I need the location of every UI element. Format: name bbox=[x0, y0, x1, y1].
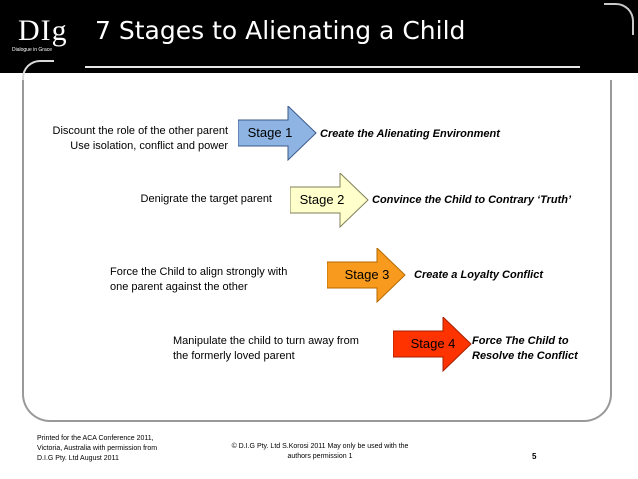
stage-3-description: Force the Child to align strongly with o… bbox=[110, 265, 287, 295]
stage-2-description: Denigrate the target parent bbox=[80, 192, 272, 207]
frame-corner-top-left bbox=[22, 60, 54, 92]
dig-logo: DIg Dialogue in Grace bbox=[12, 14, 68, 58]
stage-4-desc-line-1: Manipulate the child to turn away from bbox=[173, 335, 359, 347]
stage-1-outcome-line-1: Create the Alienating Environment bbox=[320, 128, 500, 140]
footer-center-line-2: authors permission 1 bbox=[287, 453, 353, 460]
stage-2-outcome: Convince the Child to Contrary ‘Truth’ bbox=[372, 193, 571, 208]
footer-left-line-2: Victoria, Australia with permission from bbox=[37, 445, 158, 452]
stage-2-label: Stage 2 bbox=[299, 192, 345, 207]
stage-1-arrow-shape bbox=[238, 106, 317, 161]
stage-1-desc-line-1: Discount the role of the other parent bbox=[52, 125, 229, 137]
stage-1-description: Discount the role of the other parent Us… bbox=[28, 124, 229, 154]
footer-copyright: © D.I.G Pty. Ltd S.Korosi 2011 May only … bbox=[220, 442, 420, 462]
stage-3-arrow: Stage 3 bbox=[327, 248, 407, 303]
page-number: 5 bbox=[532, 452, 537, 461]
footer-left-line-3: D.I.G Pty. Ltd August 2011 bbox=[37, 455, 119, 462]
stage-4-description: Manipulate the child to turn away from t… bbox=[173, 334, 359, 364]
stage-4-label: Stage 4 bbox=[410, 336, 456, 351]
footer-center-line-1: © D.I.G Pty. Ltd S.Korosi 2011 May only … bbox=[231, 443, 409, 450]
stage-2-arrow: Stage 2 bbox=[290, 173, 370, 228]
stage-2-outcome-line-1: Convince the Child to Contrary ‘Truth’ bbox=[372, 194, 572, 206]
stage-1-outcome: Create the Alienating Environment bbox=[320, 127, 500, 142]
footer-print-note: Printed for the ACA Conference 2011, Vic… bbox=[37, 434, 157, 464]
stage-3-arrow-shape bbox=[327, 248, 406, 303]
stage-4-arrow-shape bbox=[393, 317, 472, 372]
title-underline bbox=[85, 66, 580, 68]
stage-4-outcome: Force The Child to Resolve the Conflict bbox=[472, 334, 578, 364]
stage-3-desc-line-2: one parent against the other bbox=[110, 281, 248, 293]
frame-corner-top-right bbox=[604, 3, 634, 35]
stage-4-arrow: Stage 4 bbox=[393, 317, 473, 372]
header-bar: DIg Dialogue in Grace 7 Stages to Aliena… bbox=[0, 0, 638, 73]
stage-1-arrow: Stage 1 bbox=[238, 106, 318, 161]
content-frame bbox=[22, 80, 612, 422]
stage-4-desc-line-2: the formerly loved parent bbox=[173, 350, 295, 362]
stage-3-desc-line-1: Force the Child to align strongly with bbox=[110, 266, 288, 278]
stage-3-outcome: Create a Loyalty Conflict bbox=[414, 268, 543, 283]
stage-2-desc-line-1: Denigrate the target parent bbox=[140, 193, 272, 205]
stage-4-outcome-line-2: Resolve the Conflict bbox=[472, 350, 578, 362]
footer-left-line-1: Printed for the ACA Conference 2011, bbox=[37, 435, 154, 442]
stage-3-label: Stage 3 bbox=[344, 267, 390, 282]
logo-tagline: Dialogue in Grace bbox=[12, 47, 53, 53]
stage-1-desc-line-2: Use isolation, conflict and power bbox=[70, 140, 228, 152]
stage-1-label: Stage 1 bbox=[247, 125, 293, 140]
stage-2-arrow-shape bbox=[290, 173, 369, 228]
stage-4-outcome-line-1: Force The Child to bbox=[472, 335, 569, 347]
slide-title: 7 Stages to Alienating a Child bbox=[95, 16, 466, 45]
logo-mark: DIg bbox=[18, 14, 68, 47]
stage-3-outcome-line-1: Create a Loyalty Conflict bbox=[414, 269, 543, 281]
